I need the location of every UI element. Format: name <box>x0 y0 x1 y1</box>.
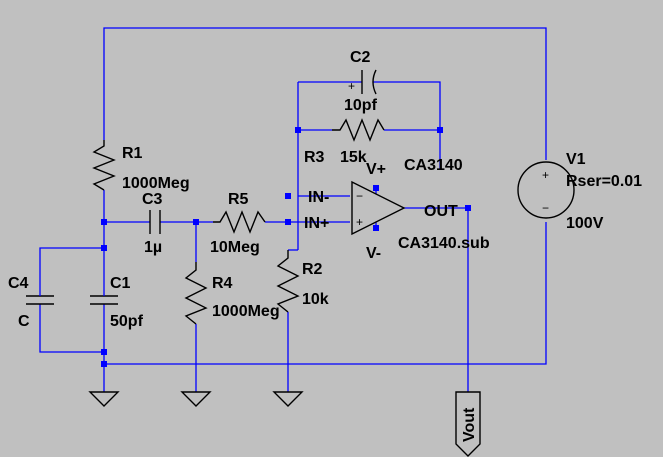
junction-dot <box>465 205 471 211</box>
opamp-pin-vminus: V- <box>366 245 381 262</box>
c2-plus-sign: + <box>348 79 355 93</box>
r4-value: 1000Meg <box>212 303 280 320</box>
wire-top-rail <box>103 27 547 160</box>
r5-ref: R5 <box>228 191 249 208</box>
resistor-r3[interactable] <box>332 118 385 142</box>
net-label-vout-text: Vout <box>461 407 478 442</box>
wire-c4-top <box>39 247 104 290</box>
r1-ref: R1 <box>122 145 143 162</box>
opamp-plus-sign: + <box>356 215 363 229</box>
c4-ref: C4 <box>8 275 29 292</box>
junction-dot <box>101 349 107 355</box>
ground-icon <box>180 391 212 407</box>
opamp-u1[interactable]: − + <box>351 180 406 236</box>
c4-value: C <box>18 313 30 330</box>
voltage-source-v1[interactable]: + − <box>517 161 575 219</box>
c3-ref: C3 <box>142 191 163 208</box>
c1-ref: C1 <box>110 275 131 292</box>
junction-dot <box>285 219 291 225</box>
opamp-pin-in-plus: IN+ <box>304 215 329 232</box>
v1-plus-sign: + <box>542 168 549 182</box>
v1-param: Rser=0.01 <box>566 173 642 190</box>
r2-value: 10k <box>302 291 329 308</box>
junction-dot <box>101 245 107 251</box>
junction-dot <box>285 193 291 199</box>
opamp-model: CA3140 <box>404 157 463 174</box>
r5-value: 10Meg <box>210 239 260 256</box>
opamp-pin-out: OUT <box>424 203 458 220</box>
junction-dot <box>437 127 443 133</box>
capacitor-c3[interactable] <box>149 210 161 234</box>
r3-ref: R3 <box>304 149 325 166</box>
r3-value: 15k <box>340 149 367 166</box>
junctions <box>101 127 471 367</box>
ground-symbols <box>88 391 304 407</box>
c2-value: 10pf <box>344 97 378 114</box>
opamp-minus-sign: − <box>356 189 363 203</box>
junction-dot <box>373 185 379 191</box>
resistor-r4[interactable] <box>184 262 208 325</box>
junction-dot <box>373 225 379 231</box>
opamp-pin-vplus: V+ <box>366 161 386 178</box>
junction-dot <box>193 219 199 225</box>
resistor-r2[interactable] <box>276 250 300 313</box>
junction-dot <box>101 219 107 225</box>
capacitor-c4[interactable] <box>26 290 54 305</box>
r1-value: 1000Meg <box>122 175 190 192</box>
r2-ref: R2 <box>302 261 323 278</box>
capacitor-c2[interactable]: + <box>348 69 377 95</box>
ground-icon <box>88 391 120 407</box>
wire-c2-right <box>373 81 441 130</box>
c2-ref: C2 <box>350 49 371 66</box>
labels: R1 1000Meg C3 1µ R5 10Meg R4 1000Meg R2 … <box>8 49 642 330</box>
resistor-r5[interactable] <box>213 210 266 234</box>
v1-ref: V1 <box>566 151 586 168</box>
ground-icon <box>272 391 304 407</box>
wire-c4-bottom <box>39 304 104 353</box>
junction-dot <box>295 127 301 133</box>
c1-value: 50pf <box>110 313 144 330</box>
resistor-r1[interactable] <box>92 140 116 191</box>
opamp-subcircuit: CA3140.sub <box>398 235 490 252</box>
c3-value: 1µ <box>144 239 162 256</box>
v1-minus-sign: − <box>542 201 549 215</box>
junction-dot <box>101 361 107 367</box>
opamp-pin-in-minus: IN- <box>308 189 329 206</box>
r4-ref: R4 <box>212 275 233 292</box>
wire-bottom-rail <box>104 222 547 365</box>
net-label-vout[interactable]: Vout <box>455 391 481 457</box>
capacitor-c1[interactable] <box>90 290 118 305</box>
v1-value: 100V <box>566 215 604 232</box>
